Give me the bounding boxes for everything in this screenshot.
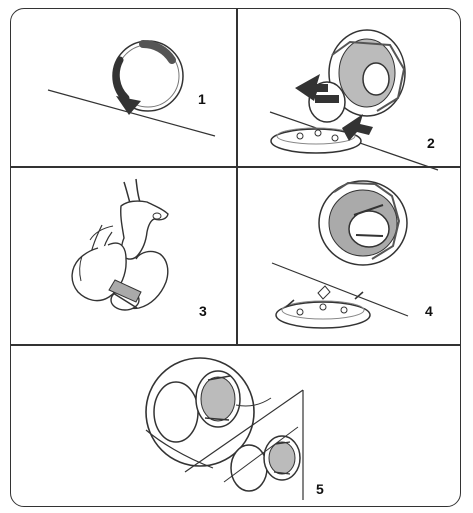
step-number-3: 3 xyxy=(199,304,207,318)
step-number-1: 1 xyxy=(198,92,206,106)
step-number-4: 4 xyxy=(425,304,433,318)
step-number-5: 5 xyxy=(316,482,324,496)
step-number-2: 2 xyxy=(427,136,435,150)
